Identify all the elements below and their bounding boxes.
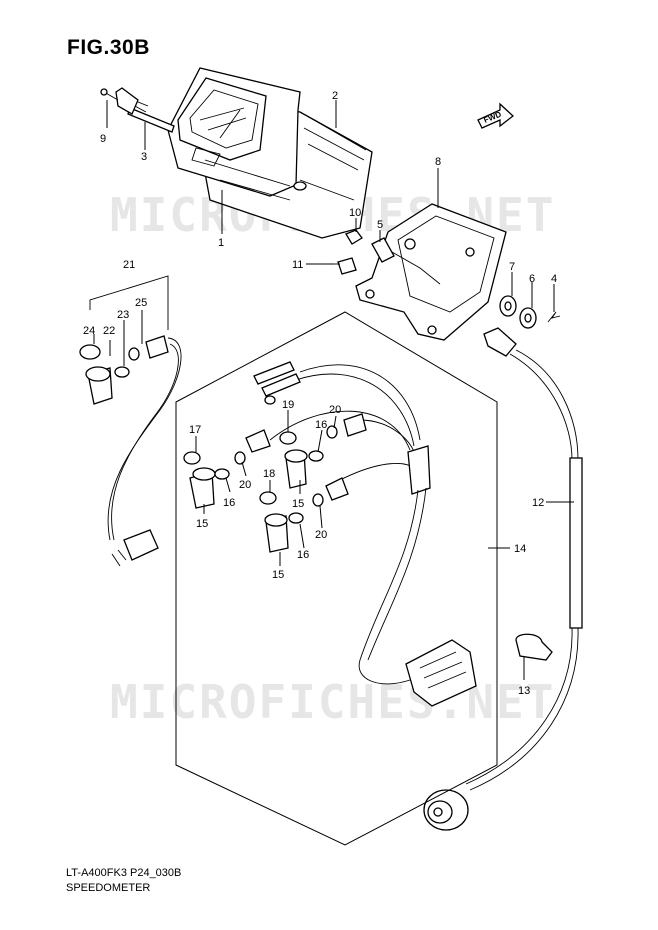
indicator-bulb-and-socket: [330, 229, 441, 285]
callout-12: 12: [532, 497, 544, 509]
callout-7: 7: [509, 261, 515, 273]
callout-2: 2: [332, 90, 338, 102]
callout-1: 1: [218, 237, 224, 249]
callout-24: 24: [83, 325, 95, 337]
leader-lines: [93, 100, 574, 680]
auxiliary-lamp-group: [79, 275, 182, 567]
speedometer-cable: [423, 327, 583, 831]
wiring-harness: [253, 361, 477, 707]
callout-16a: 16: [223, 497, 235, 509]
callout-labels: 1 2 3 4 5 6 7 8 9 10 11 12 13 14 15 15 1…: [83, 90, 557, 697]
callout-22: 22: [103, 325, 115, 337]
callout-21: 21: [123, 259, 135, 271]
callout-25: 25: [135, 297, 147, 309]
meter-bracket: [355, 203, 507, 341]
callout-10: 10: [349, 207, 361, 219]
callout-16c: 16: [297, 549, 309, 561]
callout-15a: 15: [196, 518, 208, 530]
callout-14: 14: [514, 543, 526, 555]
watermark-bottom: MICROFICHES.NET: [110, 675, 555, 729]
callout-19: 19: [282, 399, 294, 411]
model-code: LT-A400FK3 P24_030B: [66, 867, 182, 879]
drive-cable-and-gear: [100, 87, 175, 133]
cable-clamp: [515, 633, 553, 661]
callout-15b: 15: [292, 498, 304, 510]
diagram-name: SPEEDOMETER: [66, 882, 151, 894]
washers-and-clip: [499, 295, 561, 329]
callout-8: 8: [435, 156, 441, 168]
callout-3: 3: [141, 151, 147, 163]
callout-23: 23: [117, 309, 129, 321]
indicator-sockets: [183, 413, 367, 553]
speedometer-assembly: [167, 67, 373, 239]
callout-16b: 16: [315, 419, 327, 431]
forward-direction-arrow: FWD: [477, 102, 515, 129]
callout-15c: 15: [272, 569, 284, 581]
callout-5: 5: [377, 219, 383, 231]
harness-group-outline: [175, 311, 498, 846]
callout-13: 13: [518, 685, 530, 697]
callout-18: 18: [263, 468, 275, 480]
callout-17: 17: [189, 424, 201, 436]
callout-4: 4: [551, 273, 557, 285]
figure-title: FIG.30B: [67, 36, 150, 59]
callout-6: 6: [529, 273, 535, 285]
callout-20c: 20: [315, 529, 327, 541]
callout-11: 11: [292, 259, 303, 271]
callout-20b: 20: [329, 404, 341, 416]
callout-20a: 20: [239, 479, 251, 491]
callout-9: 9: [100, 133, 106, 145]
